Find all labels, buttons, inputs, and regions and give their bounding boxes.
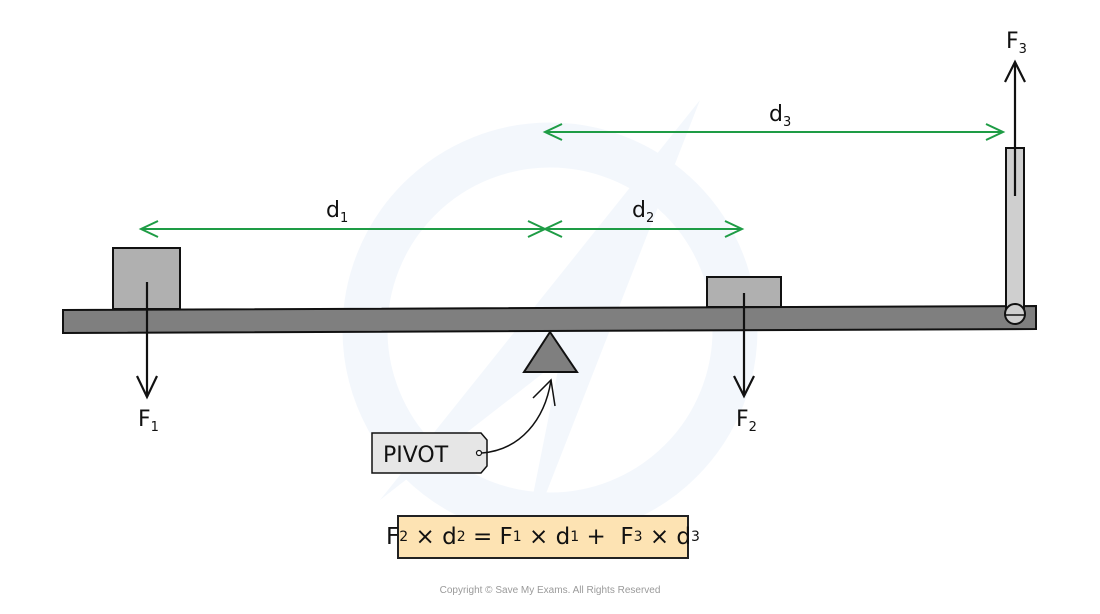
force-arrow-f2 xyxy=(733,293,755,399)
equation-term: + xyxy=(579,524,621,550)
force-arrow-f3 xyxy=(1004,59,1026,196)
label-d1: d1 xyxy=(326,198,348,226)
equation-term: × xyxy=(521,524,556,550)
rod-hinge xyxy=(1004,303,1026,325)
label-f3: F3 xyxy=(1006,29,1027,57)
label-d2: d2 xyxy=(632,198,654,226)
label-d3: d3 xyxy=(769,102,791,130)
equation-term: × xyxy=(642,524,677,550)
equation-term: F xyxy=(499,524,513,550)
equation-term: F xyxy=(386,524,400,550)
equation-term: = xyxy=(465,524,500,550)
distance-arrow-d3 xyxy=(542,123,1006,141)
lever-beam xyxy=(62,304,1037,335)
distance-arrow-d2 xyxy=(542,220,745,238)
equation-term: d xyxy=(442,524,457,550)
label-f1: F1 xyxy=(138,407,159,435)
equation-subscript: 2 xyxy=(456,529,466,545)
equation-term: d xyxy=(676,524,692,550)
force-arrow-f1 xyxy=(136,282,158,400)
equation-subscript: 1 xyxy=(570,529,580,545)
equation-subscript: 3 xyxy=(633,529,643,545)
copyright-notice: Copyright © Save My Exams. All Rights Re… xyxy=(439,585,661,596)
pivot-tag: PIVOT xyxy=(371,378,556,474)
equation-term: × xyxy=(408,524,443,550)
equation-subscript: 1 xyxy=(512,529,522,545)
equation-subscript: 3 xyxy=(691,529,700,545)
pivot-triangle xyxy=(522,330,579,373)
equation-subscript: 2 xyxy=(399,529,409,545)
label-f2: F2 xyxy=(736,407,757,435)
equation-term: d xyxy=(555,524,571,550)
pivot-label: PIVOT xyxy=(383,443,449,468)
equation-term: F xyxy=(620,524,634,550)
